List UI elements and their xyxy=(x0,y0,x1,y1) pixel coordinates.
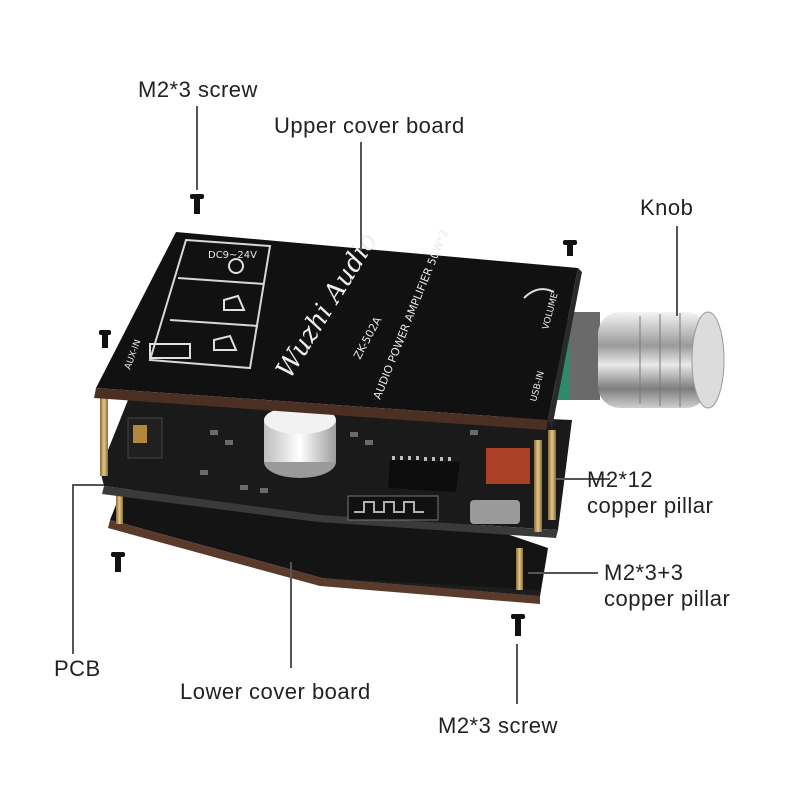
screws xyxy=(99,194,577,636)
leader-pillar-long xyxy=(556,478,610,480)
leader-pcb-v xyxy=(72,484,74,654)
leader-screw-bottom xyxy=(516,644,518,704)
screw-top-right xyxy=(563,240,577,256)
pcb-board xyxy=(100,400,572,538)
volume-knob xyxy=(598,311,725,409)
label-upper-cover: Upper cover board xyxy=(274,113,465,138)
screw-bottom-left xyxy=(111,552,125,572)
leader-lower-cover xyxy=(290,562,292,668)
label-knob: Knob xyxy=(640,195,694,220)
leader-knob xyxy=(676,226,678,316)
label-screw-bottom: M2*3 screw xyxy=(438,713,558,738)
label-lower-cover: Lower cover board xyxy=(180,679,371,704)
label-pillar-long: M2*12 copper pillar xyxy=(587,467,714,518)
leader-upper-cover xyxy=(360,142,362,250)
label-pillar-short: M2*3+3 copper pillar xyxy=(604,560,731,611)
screw-bottom-right xyxy=(511,614,525,636)
board-power-input: DC9~24V xyxy=(208,250,257,261)
label-screw-top: M2*3 screw xyxy=(138,77,258,102)
screw-left xyxy=(99,330,111,348)
long-copper-pillars xyxy=(100,396,556,532)
screw-top-left xyxy=(190,194,204,214)
leader-pillar-short xyxy=(528,572,598,574)
upper-cover-board xyxy=(94,232,582,430)
short-copper-pillars xyxy=(116,488,523,590)
volume-potentiometer xyxy=(556,312,600,400)
leader-pcb-h xyxy=(72,484,104,486)
leader-screw-top xyxy=(196,106,198,190)
label-pcb: PCB xyxy=(54,656,101,681)
